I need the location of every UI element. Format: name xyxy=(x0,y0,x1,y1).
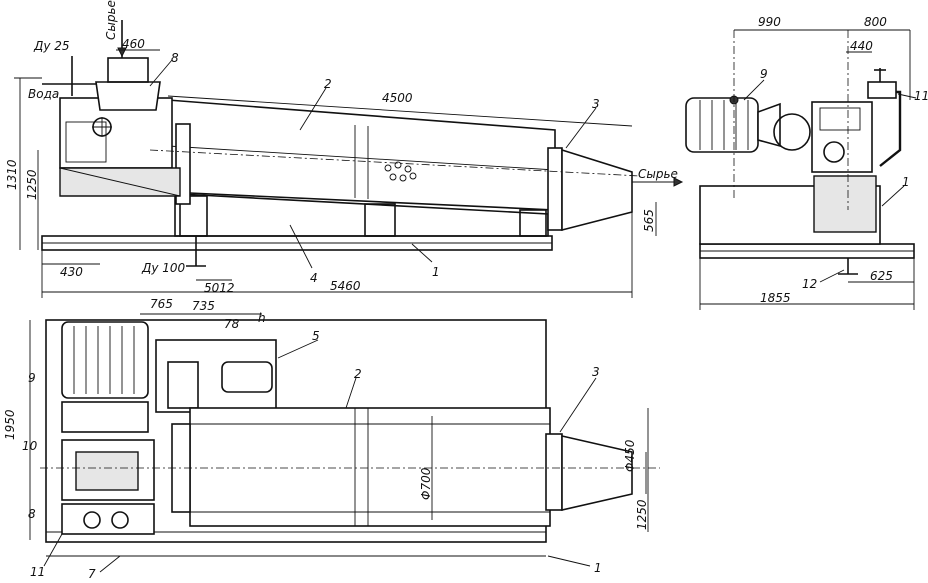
side-view xyxy=(685,29,917,310)
label-9-plan: 9 xyxy=(28,371,36,385)
label-1-side: 1 xyxy=(902,175,910,189)
drum-ring-right xyxy=(547,147,563,231)
label-4: 4 xyxy=(310,271,318,285)
label-syrye-in: Сырье xyxy=(104,0,118,40)
label-765: 765 xyxy=(150,297,173,311)
label-9-side: 9 xyxy=(760,67,768,81)
label-440: 440 xyxy=(850,39,873,53)
label-800: 800 xyxy=(864,15,887,29)
label-3: 3 xyxy=(592,97,600,111)
gearbox xyxy=(811,101,873,173)
label-8-plan: 8 xyxy=(28,507,36,521)
label-565: 565 xyxy=(642,209,656,232)
label-460: 460 xyxy=(122,37,145,51)
outlet-cone xyxy=(561,148,633,232)
label-h: h xyxy=(258,311,266,325)
label-11-plan: 11 xyxy=(30,565,46,579)
valve-block xyxy=(867,81,897,99)
label-du25: Ду 25 xyxy=(34,39,70,53)
plan-motor xyxy=(61,321,149,399)
label-1950: 1950 xyxy=(3,409,17,440)
plan-view xyxy=(29,313,660,573)
drum xyxy=(167,99,556,211)
label-3-plan: 3 xyxy=(592,365,600,379)
pipe-11 xyxy=(872,90,902,167)
label-voda: Вода xyxy=(28,87,60,101)
support-leg-mid xyxy=(364,203,396,237)
label-12: 12 xyxy=(802,277,818,291)
label-du100: Ду 100 xyxy=(142,261,186,275)
label-8: 8 xyxy=(171,51,179,65)
plan-feed-pipe xyxy=(167,361,199,409)
coupling xyxy=(757,102,781,148)
motor-fins-icon xyxy=(699,100,749,150)
side-housing-lower xyxy=(813,175,877,233)
label-990: 990 xyxy=(758,15,781,29)
label-syrye-out: Сырье xyxy=(638,167,678,181)
label-1: 1 xyxy=(432,265,440,279)
label-1-plan: 1 xyxy=(594,561,602,575)
label-10: 10 xyxy=(22,439,38,453)
label-1855: 1855 xyxy=(760,291,791,305)
label-5460: 5460 xyxy=(330,279,361,293)
dim-4500 xyxy=(167,95,633,127)
label-4500: 4500 xyxy=(382,91,413,105)
pulley-icon xyxy=(773,113,811,151)
label-5012: 5012 xyxy=(204,281,235,295)
label-430: 430 xyxy=(60,265,83,279)
plan-coupling-block xyxy=(61,401,149,433)
label-11-side: 11 xyxy=(914,89,928,103)
label-2: 2 xyxy=(324,77,332,91)
label-78: 78 xyxy=(224,317,240,331)
plan-pump xyxy=(61,503,155,535)
label-625: 625 xyxy=(870,269,893,283)
drum-holes xyxy=(384,161,417,182)
label-1310: 1310 xyxy=(5,159,19,190)
feed-pipe xyxy=(107,57,149,83)
label-735: 735 xyxy=(192,299,215,313)
label-1250: 1250 xyxy=(25,169,39,200)
front-view xyxy=(14,20,684,298)
label-phi450: Φ450 xyxy=(623,439,637,472)
plan-drum-ring-right xyxy=(545,433,563,511)
label-phi700: Φ700 xyxy=(419,467,433,500)
label-2-plan: 2 xyxy=(354,367,362,381)
plan-motor-fins-icon xyxy=(73,326,135,394)
electric-motor xyxy=(685,97,759,153)
plan-outlet-cone xyxy=(561,434,633,512)
frame-body xyxy=(179,193,549,237)
label-5: 5 xyxy=(312,329,320,343)
label-1250-plan: 1250 xyxy=(635,499,649,530)
plan-valve xyxy=(221,361,273,393)
label-7: 7 xyxy=(88,567,96,581)
plan-drum xyxy=(189,407,551,527)
gear-icon xyxy=(823,141,845,163)
